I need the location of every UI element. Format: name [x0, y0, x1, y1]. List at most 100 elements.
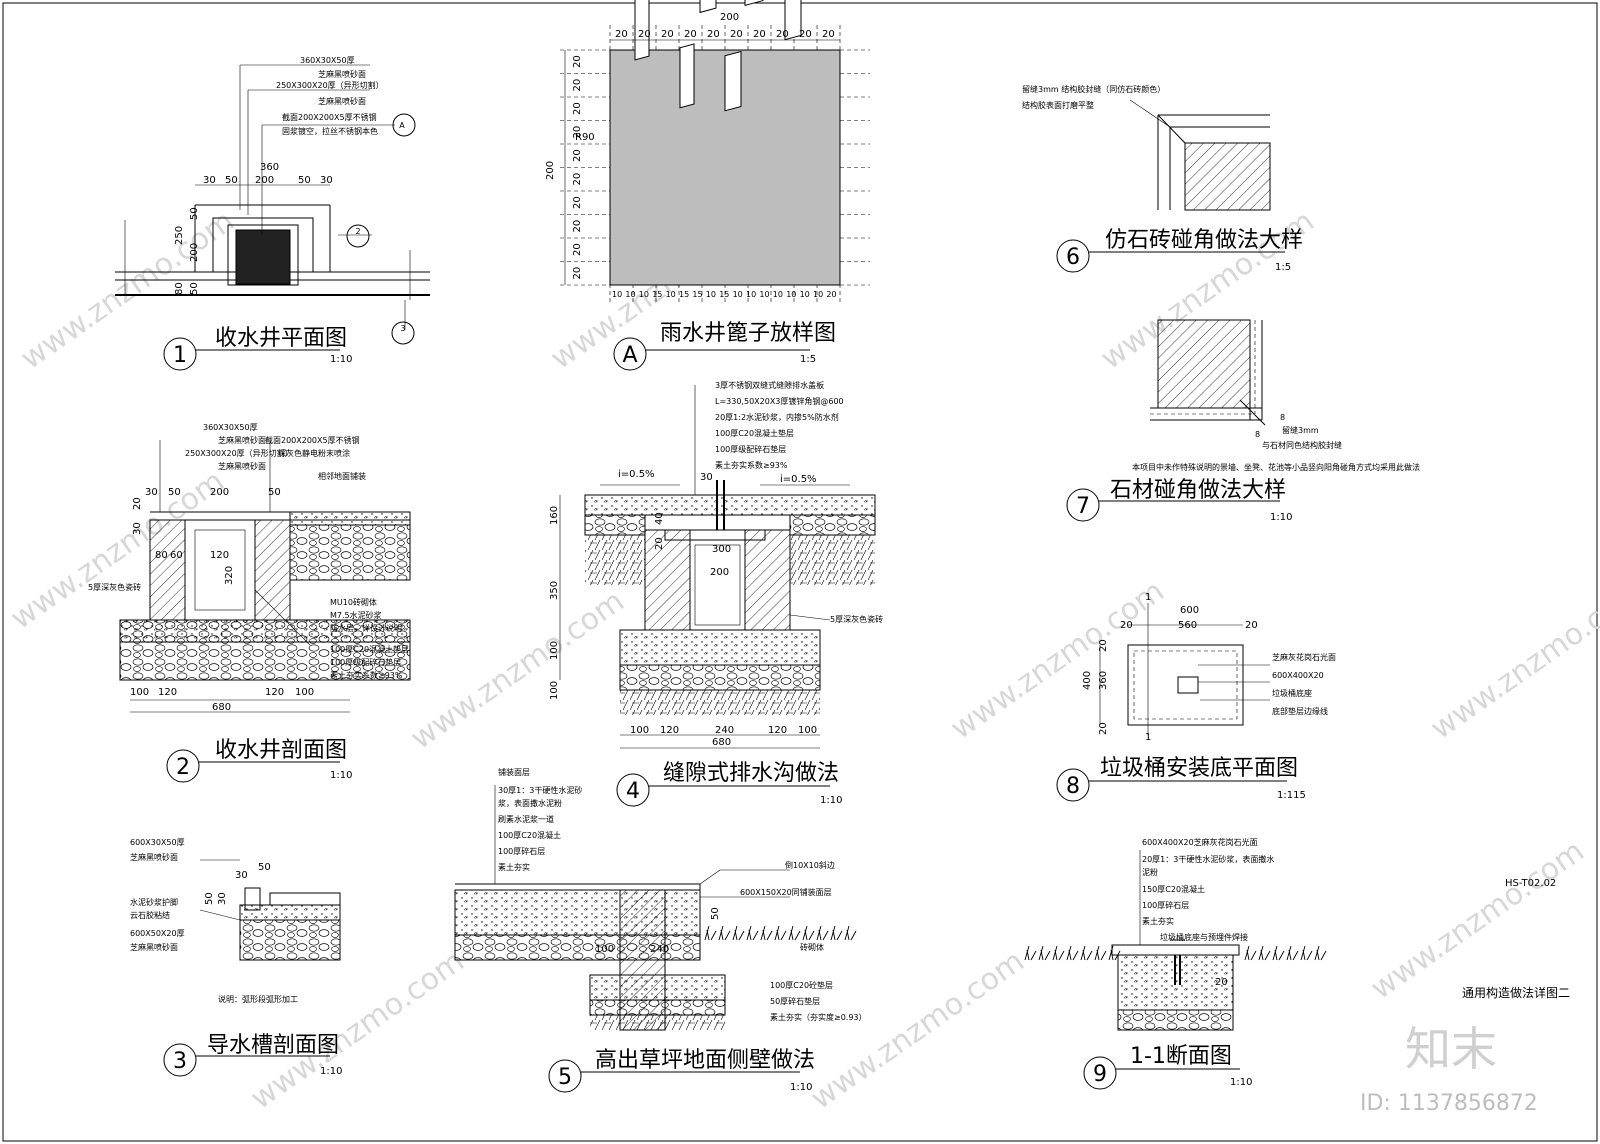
- grass-tuft: [1094, 945, 1107, 961]
- d5-note: 刷素水泥浆一道: [498, 814, 554, 824]
- d5-note: 100厚碎石层: [498, 846, 545, 856]
- detail-number: 5: [558, 1065, 572, 1090]
- d3-dim: 30: [235, 870, 248, 881]
- d5-note: 铺装面层: [498, 767, 530, 777]
- detail-2-section: [119, 440, 411, 713]
- detail-scale: 1:10: [820, 795, 842, 806]
- d4-dim: 680: [712, 737, 731, 748]
- grate-top-dim: 20: [638, 29, 651, 40]
- d2-dim: 20: [132, 497, 143, 510]
- d1-dim: 250: [174, 226, 185, 245]
- d1-dim: 50: [189, 207, 200, 220]
- d9-note: 150厚C20混凝土: [1142, 884, 1205, 894]
- d1-note-4: 芝麻黑喷砂面: [318, 96, 366, 106]
- d2-note: 360X30X50厚: [203, 423, 258, 432]
- d2-dim: 320: [224, 566, 235, 585]
- grass-tuft: [1258, 945, 1271, 961]
- d2-dim: 680: [212, 702, 231, 713]
- dA-dim: 200: [720, 12, 739, 23]
- d1-dim: 50: [298, 175, 311, 186]
- grate-left-dim: 20: [572, 267, 583, 280]
- detail-scale: 1:5: [1275, 262, 1291, 273]
- d5-note: 100厚C20混凝土: [498, 830, 561, 840]
- d8-dim: 20: [1120, 620, 1133, 631]
- detail-number: A: [622, 343, 637, 368]
- d4-dim: 240: [715, 725, 734, 736]
- watermark: www.znzmo.com: [805, 944, 1031, 1117]
- d4-dim: 300: [712, 544, 731, 555]
- grate-bottom-dim: 10: [759, 290, 769, 299]
- grate-bottom-dim: 10: [786, 290, 796, 299]
- grass-tuft: [844, 925, 857, 941]
- asset-id: ID: 1137856872: [1360, 1091, 1538, 1116]
- detail-number: 8: [1066, 774, 1080, 799]
- grass-tuft: [802, 925, 815, 941]
- grate-bottom-dim: 10: [625, 290, 635, 299]
- d8-dim: 20: [1245, 620, 1258, 631]
- grate-bottom-dim: 15: [652, 290, 662, 299]
- svg-text:A: A: [399, 121, 405, 130]
- detail-title: 高出草坪地面侧壁做法: [595, 1048, 815, 1073]
- d2-note: 芝麻黑喷砂面: [218, 435, 266, 445]
- detail-number: 7: [1076, 494, 1090, 519]
- d4-note: 20厚1:2水泥砂浆，内掺5%防水剂: [715, 412, 839, 422]
- d8-dim: 600: [1180, 605, 1199, 616]
- d4-slope: i=0.5%: [618, 469, 655, 480]
- d4-dim: 20: [654, 537, 665, 550]
- grate-bottom-dim: 10: [666, 290, 676, 299]
- d8-note: 垃圾桶底座: [1272, 688, 1312, 698]
- d5-note: 浆，表面撒水泥粉: [498, 798, 562, 808]
- d8-dim: 20: [1098, 639, 1109, 652]
- dA-radius: R90: [575, 132, 595, 143]
- grate-top-dim: 20: [822, 29, 835, 40]
- grate-left-dim: 20: [572, 173, 583, 186]
- detail-number: 9: [1093, 1062, 1107, 1087]
- grass-tuft: [1314, 945, 1327, 961]
- d4-dim: 350: [549, 581, 560, 600]
- d4-note: L=330,50X20X3厚镀锌角钢@600: [715, 396, 844, 406]
- detail-1-plan: [115, 64, 430, 345]
- d2-note: 250X300X20厚（异形切割）: [185, 448, 293, 458]
- d2-note: MU10砖砌体: [330, 597, 377, 607]
- d2-note: 防水层，详设计说明: [330, 623, 402, 633]
- d3-dim: 50: [258, 862, 271, 873]
- d3-note: 芝麻黑喷砂面: [130, 852, 178, 862]
- grate-left-dim: 20: [572, 149, 583, 162]
- d9-dim: 20: [1215, 977, 1228, 988]
- d5-dim: 50: [710, 907, 721, 920]
- grate-bottom-dim: 10: [706, 290, 716, 299]
- d4-note: 5厚深灰色瓷砖: [830, 614, 883, 624]
- detail-number: 4: [626, 779, 640, 804]
- d3-dim: 50: [204, 892, 215, 905]
- d2-note: 芝麻黑喷砂面: [218, 461, 266, 471]
- d8-note: 芝麻灰花岗石光面: [1272, 652, 1336, 662]
- grass-tuft: [1272, 945, 1285, 961]
- d2-note: 素土夯实系数≥93%: [330, 670, 403, 680]
- d1-dim: 200: [189, 243, 200, 262]
- d1-note-1: 360X30X50厚: [300, 56, 355, 65]
- d4-dim: 40: [654, 512, 665, 525]
- d1-dim-360: 360: [260, 162, 279, 173]
- d2-note: 100厚C20混凝土垫层: [330, 644, 409, 654]
- d7-note-1: 留缝3mm: [1282, 425, 1319, 435]
- d7-note-3: 本项目中未作特殊说明的景墙、坐凳、花池等小品竖向阳角碰角方式均采用此做法: [1132, 462, 1420, 472]
- grass: [704, 925, 857, 941]
- d3-note: 芝麻黑喷砂面: [130, 942, 178, 952]
- watermark: www.znzmo.com: [5, 464, 231, 637]
- d5-note: 600X150X20同铺装面层: [740, 887, 832, 897]
- d8-dim: 1: [1145, 592, 1151, 603]
- detail-scale: 1:10: [330, 354, 352, 365]
- detail-scale: 1:10: [330, 770, 352, 781]
- watermark: www.znzmo.com: [15, 204, 241, 377]
- grate-top-dim: 20: [661, 29, 674, 40]
